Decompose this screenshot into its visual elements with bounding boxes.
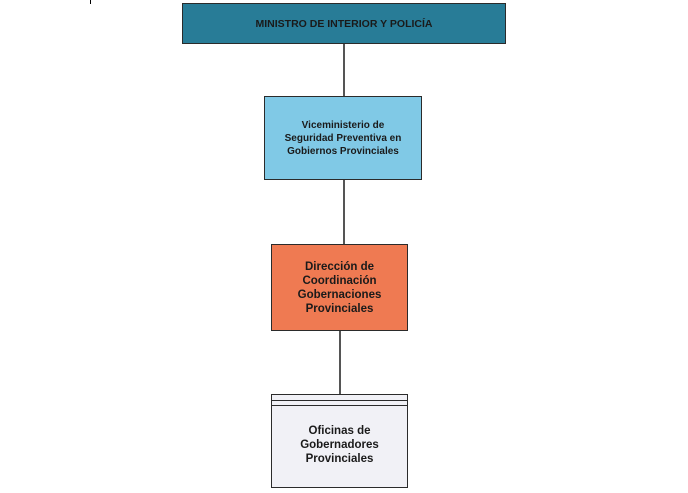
- node-viceministerio: Viceministerio de Seguridad Preventiva e…: [264, 96, 422, 180]
- double-line-bottom: [272, 405, 407, 406]
- node-label: Oficinas de Gobernadores Provinciales: [300, 425, 379, 465]
- node-direccion: Dirección de Coordinación Gobernaciones …: [271, 244, 408, 331]
- connector-viceministerio-direccion: [343, 180, 345, 244]
- node-label: Dirección de Coordinación Gobernaciones …: [297, 260, 382, 315]
- connector-ministro-viceministerio: [343, 44, 345, 96]
- node-label: Viceministerio de Seguridad Preventiva e…: [284, 119, 402, 157]
- node-ministro: MINISTRO DE INTERIOR Y POLICÍA: [182, 3, 506, 44]
- stray-mark: [90, 0, 91, 4]
- node-label: MINISTRO DE INTERIOR Y POLICÍA: [255, 17, 433, 30]
- node-oficinas: Oficinas de Gobernadores Provinciales: [271, 394, 408, 488]
- connector-direccion-oficinas: [339, 331, 341, 394]
- double-line-top: [272, 400, 407, 401]
